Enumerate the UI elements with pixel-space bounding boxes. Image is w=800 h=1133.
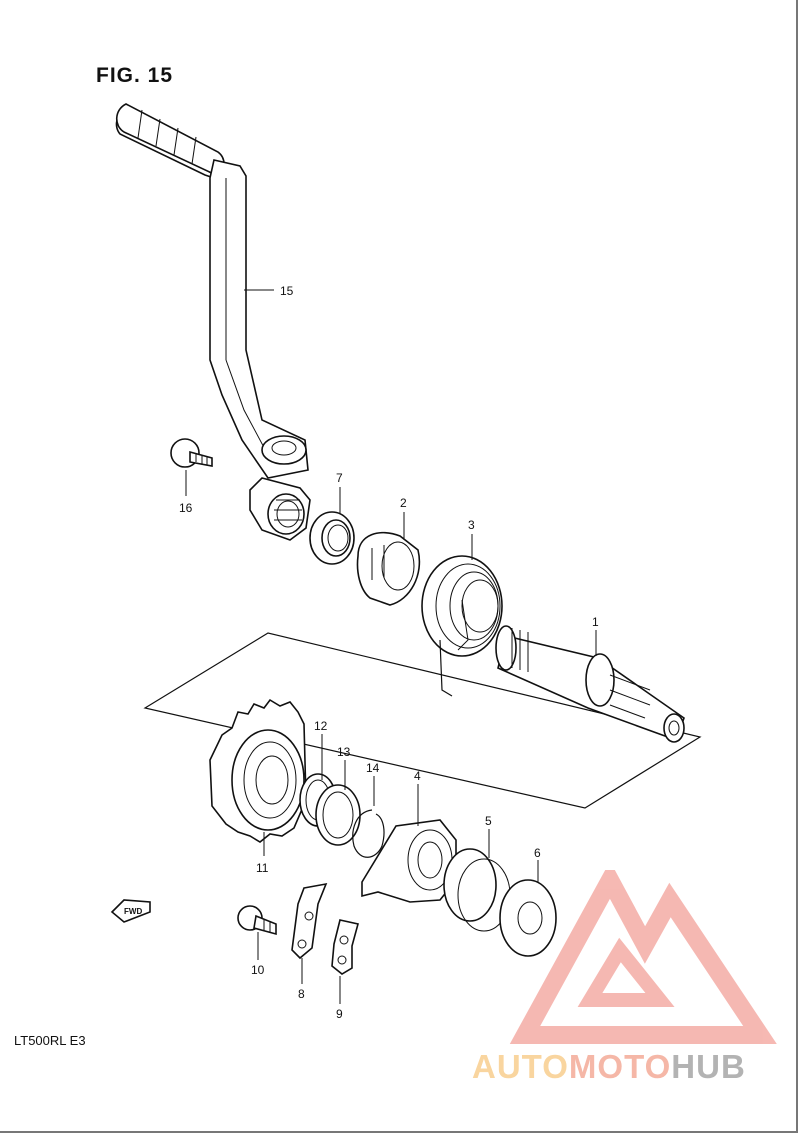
kick-guide-4 [361,819,457,903]
callout-15: 15 [280,284,294,298]
model-code-label: LT500RL E3 [14,1033,86,1048]
callout-12: 12 [314,719,328,733]
callout-3: 3 [468,518,475,532]
washer-6 [499,879,557,957]
kick-shaft-1 [495,625,685,743]
callout-13: 13 [337,745,351,759]
plate-8 [291,882,328,960]
circlip-14 [352,809,385,858]
callout-9: 9 [336,1007,343,1021]
plate-9 [331,919,359,975]
callout-14: 14 [366,761,380,775]
kick-starter-lever [115,103,311,541]
subassembly-outline [143,632,702,809]
automotohub-logo [509,870,777,1044]
callout-7: 7 [336,471,343,485]
forward-direction-arrow: FWD [110,899,151,923]
kick-spring-3 [421,555,503,697]
bolt-16 [170,438,213,468]
guide-2 [356,531,421,606]
wordmark-auto: AUTO [472,1048,569,1085]
callout-10: 10 [251,963,265,977]
wordmark-hub: HUB [671,1048,746,1085]
callout-8: 8 [298,987,305,1001]
bolt-10 [237,905,277,936]
drive-gear-11 [209,698,307,843]
callout-11: 11 [256,861,269,875]
fwd-label: FWD [124,907,142,916]
callout-16: 16 [179,501,193,515]
oil-seal-7 [309,511,355,565]
wordmark-moto: MOTO [568,1048,672,1085]
automotohub-wordmark: AUTOMOTOHUB [472,1048,746,1086]
callout-1: 1 [592,615,599,629]
callout-6: 6 [534,846,541,860]
callout-4: 4 [414,769,421,783]
figure-title: FIG. 15 [96,64,174,87]
callout-5: 5 [485,814,492,828]
callout-2: 2 [400,496,407,510]
